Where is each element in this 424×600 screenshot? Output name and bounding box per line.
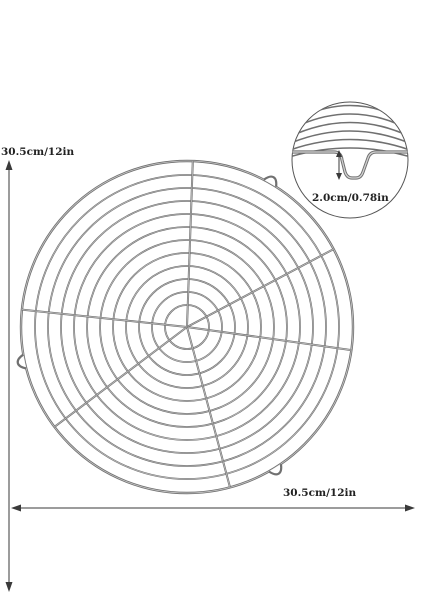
rack-rings [19, 159, 355, 495]
rack-spoke-highlight [186, 326, 352, 351]
rack-ring-highlight [73, 213, 301, 441]
rack-ring-highlight [34, 174, 340, 480]
rack-spoke-highlight [186, 161, 194, 328]
rack-foot [268, 463, 283, 476]
rack-spoke-highlight [186, 248, 334, 328]
rack-foot [16, 353, 27, 370]
rack-ring-highlight [125, 265, 249, 389]
rack-spoke-highlight [186, 326, 231, 488]
inset-border [291, 101, 409, 219]
rack-spokes [21, 161, 352, 488]
rack-ring-highlight [138, 278, 236, 376]
inset-arrow-head-top [336, 150, 342, 157]
rack-ring-highlight [151, 291, 223, 363]
height-label: 30.5cm/12in [1, 146, 75, 158]
rack-ring-highlight [112, 252, 262, 402]
rack-feet [16, 175, 283, 476]
rack-spoke-highlight [54, 326, 188, 428]
width-label: 30.5cm/12in [283, 487, 357, 499]
foot-height-label: 2.0cm/0.78in [312, 192, 389, 204]
rack-ring-highlight [47, 187, 327, 467]
inset-ring-arc [292, 147, 408, 159]
rack-ring-highlight [86, 226, 288, 428]
height-arrow-head-top [5, 160, 13, 170]
inset-ring-arc [292, 138, 408, 153]
rack-spoke-highlight [21, 309, 188, 328]
inset-arrow-head-bottom [336, 173, 342, 180]
rack-outer-ring-highlight [20, 160, 354, 494]
height-arrow-head-bottom [5, 582, 13, 592]
width-dimension: 30.5cm/12in [11, 487, 415, 512]
width-arrow-head-left [11, 504, 21, 512]
rack-ring-highlight [60, 200, 314, 454]
inset-ring-arc [292, 130, 408, 146]
width-arrow-head-right [405, 504, 415, 512]
height-dimension: 30.5cm/12in [1, 146, 75, 592]
foot-detail-inset: 2.0cm/0.78in [291, 101, 409, 219]
rack-foot [263, 175, 278, 187]
rack-ring-highlight [99, 239, 275, 415]
round-cooling-rack [16, 159, 355, 495]
inset-ring-arc [292, 121, 408, 140]
